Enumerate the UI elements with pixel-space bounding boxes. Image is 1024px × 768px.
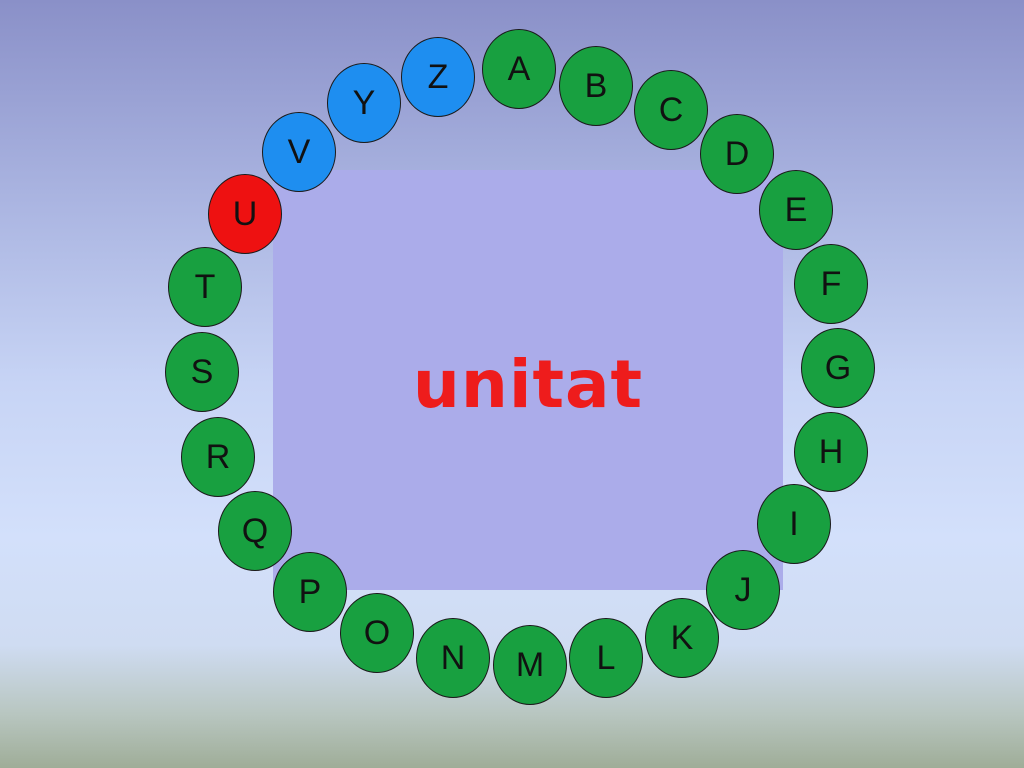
letter-o-button[interactable]: O	[340, 593, 414, 673]
center-word: unitat	[412, 345, 644, 423]
letter-j-button[interactable]: J	[706, 550, 780, 630]
letter-q-button[interactable]: Q	[218, 491, 292, 571]
letter-u-button[interactable]: U	[208, 174, 282, 254]
letter-z-button[interactable]: Z	[401, 37, 475, 117]
center-panel: unitat	[273, 170, 783, 590]
letter-p-button[interactable]: P	[273, 552, 347, 632]
letter-e-button[interactable]: E	[759, 170, 833, 250]
letter-l-button[interactable]: L	[569, 618, 643, 698]
letter-t-button[interactable]: T	[168, 247, 242, 327]
letter-b-button[interactable]: B	[559, 46, 633, 126]
letter-v-button[interactable]: V	[262, 112, 336, 192]
letter-d-button[interactable]: D	[700, 114, 774, 194]
letter-f-button[interactable]: F	[794, 244, 868, 324]
letter-r-button[interactable]: R	[181, 417, 255, 497]
letter-i-button[interactable]: I	[757, 484, 831, 564]
letter-m-button[interactable]: M	[493, 625, 567, 705]
letter-s-button[interactable]: S	[165, 332, 239, 412]
letter-a-button[interactable]: A	[482, 29, 556, 109]
letter-k-button[interactable]: K	[645, 598, 719, 678]
letter-c-button[interactable]: C	[634, 70, 708, 150]
letter-g-button[interactable]: G	[801, 328, 875, 408]
letter-n-button[interactable]: N	[416, 618, 490, 698]
letter-y-button[interactable]: Y	[327, 63, 401, 143]
letter-h-button[interactable]: H	[794, 412, 868, 492]
